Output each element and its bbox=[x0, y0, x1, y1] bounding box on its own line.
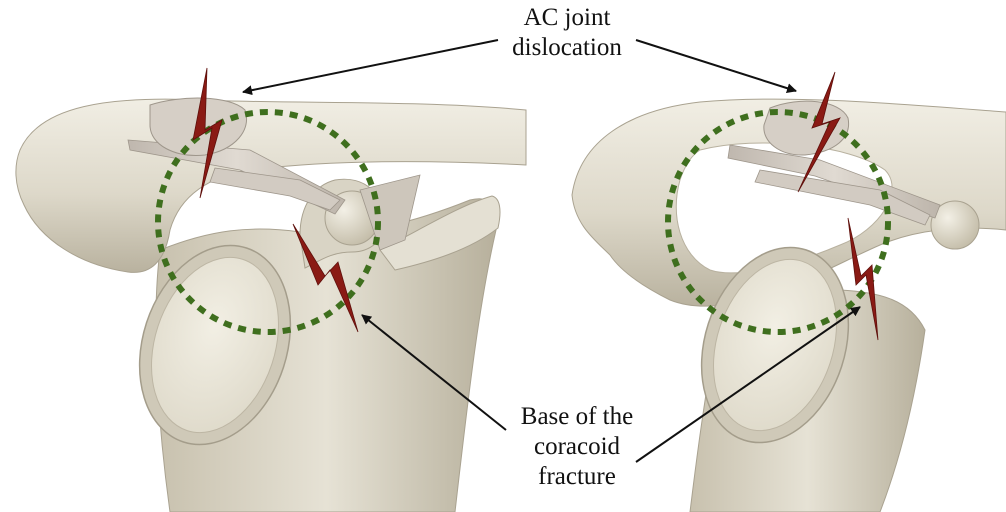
coracoid-label-line-3: fracture bbox=[472, 462, 682, 492]
coracoid-label-line-2: coracoid bbox=[472, 432, 682, 462]
coracoid-fracture-label: Base of the coracoid fracture bbox=[472, 402, 682, 492]
ac-joint-label-line-2: dislocation bbox=[462, 33, 672, 63]
coracoid-label-line-1: Base of the bbox=[472, 402, 682, 432]
ac-joint-label-line-1: AC joint bbox=[462, 3, 672, 33]
ac-joint-arrow-left bbox=[243, 40, 498, 92]
ac-joint-dislocation-label: AC joint dislocation bbox=[462, 3, 672, 63]
left-shoulder bbox=[16, 68, 526, 512]
